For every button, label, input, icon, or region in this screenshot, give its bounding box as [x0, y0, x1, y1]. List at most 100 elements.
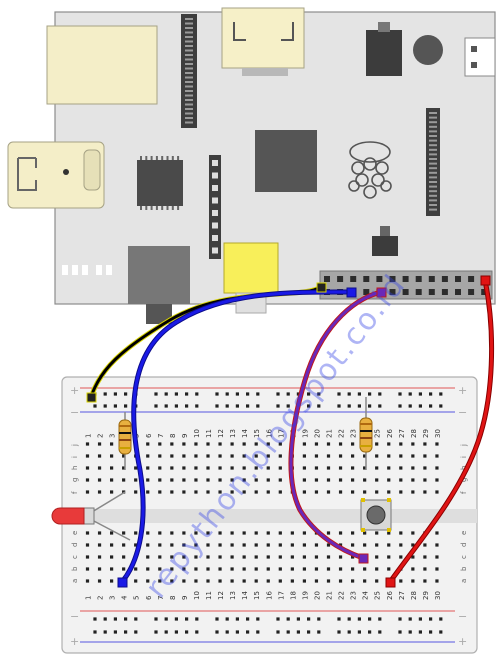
hole — [113, 392, 117, 396]
hole — [351, 454, 355, 458]
hole — [317, 404, 321, 408]
hole — [337, 392, 341, 396]
ethernet-port — [46, 25, 158, 105]
hole — [326, 454, 331, 458]
hole — [170, 490, 174, 494]
pin — [185, 94, 193, 97]
hole — [347, 404, 351, 408]
hole — [314, 490, 319, 494]
audio-jack — [128, 246, 190, 304]
hole — [435, 567, 439, 571]
hole — [218, 543, 222, 547]
hole — [314, 442, 319, 446]
rail-plus-sign: + — [70, 635, 79, 648]
pin — [185, 72, 193, 74]
hole — [351, 567, 355, 571]
resistor-bands — [119, 425, 131, 449]
hole — [254, 454, 258, 458]
hole — [435, 442, 439, 446]
hole — [164, 630, 168, 634]
hole — [276, 617, 280, 621]
hole — [387, 466, 391, 470]
hole — [351, 466, 355, 470]
pin — [185, 36, 193, 38]
hole — [387, 567, 391, 571]
hole — [399, 579, 403, 583]
column-number: 15 — [253, 429, 261, 438]
pin — [185, 18, 193, 20]
hole — [218, 531, 222, 535]
hole — [387, 490, 391, 494]
column-number: 22 — [338, 429, 346, 438]
column-number: 12 — [217, 429, 225, 438]
push-button-cap[interactable] — [366, 505, 386, 525]
pin — [185, 112, 193, 115]
wire-end-red-bb — [385, 577, 396, 588]
pin — [171, 156, 174, 160]
hole — [195, 404, 199, 408]
hole — [375, 442, 379, 446]
pin — [429, 204, 437, 206]
hole — [423, 454, 427, 458]
gpio-pin — [441, 289, 448, 295]
hole — [218, 454, 222, 458]
hole — [134, 617, 138, 621]
hole — [399, 531, 403, 535]
hole — [194, 579, 198, 583]
hole — [326, 442, 331, 446]
red-wire — [388, 278, 494, 584]
hole — [363, 490, 367, 494]
hole — [215, 392, 219, 396]
gpio-pin — [468, 276, 475, 282]
rail-minus-sign: − — [70, 610, 79, 623]
pin — [429, 112, 437, 114]
hole — [206, 478, 210, 482]
column-number: 8 — [169, 596, 177, 600]
hole — [124, 617, 128, 621]
column-number: 6 — [145, 595, 153, 600]
pin — [161, 206, 164, 210]
led — [51, 491, 131, 541]
hole — [411, 442, 415, 446]
hole — [85, 442, 90, 446]
camera-connector-pins — [429, 112, 437, 211]
hole — [93, 617, 97, 621]
column-number: 25 — [374, 429, 382, 438]
hole — [242, 579, 246, 583]
wire-end-blue-gpio — [346, 287, 357, 298]
hole — [194, 490, 198, 494]
hole — [418, 630, 422, 634]
resistor-body — [118, 419, 132, 455]
wire-end-black-bb — [86, 392, 97, 403]
hole — [110, 466, 114, 470]
hole — [411, 454, 415, 458]
hole — [85, 490, 90, 494]
hole — [314, 478, 319, 482]
column-number: 21 — [326, 591, 334, 600]
hole — [399, 478, 403, 482]
hole — [206, 466, 210, 470]
hole — [276, 404, 280, 408]
hole — [170, 442, 174, 446]
hole — [387, 555, 391, 559]
hole — [351, 555, 355, 559]
gpio-pin — [402, 276, 409, 282]
jtag-header — [209, 155, 221, 259]
hole — [368, 392, 372, 396]
push-button[interactable] — [360, 498, 392, 532]
column-number: 21 — [326, 429, 334, 438]
hole — [290, 579, 294, 583]
hole — [375, 490, 379, 494]
hole — [103, 404, 107, 408]
small-chip — [372, 236, 398, 256]
voltage-regulator — [366, 30, 402, 76]
hole — [194, 531, 198, 535]
hole — [170, 555, 174, 559]
hole — [399, 442, 403, 446]
hole — [122, 466, 126, 470]
hole — [218, 490, 222, 494]
hole — [242, 442, 246, 446]
gpio-pin — [376, 276, 383, 282]
hole — [146, 579, 150, 583]
column-number: 9 — [181, 596, 189, 600]
